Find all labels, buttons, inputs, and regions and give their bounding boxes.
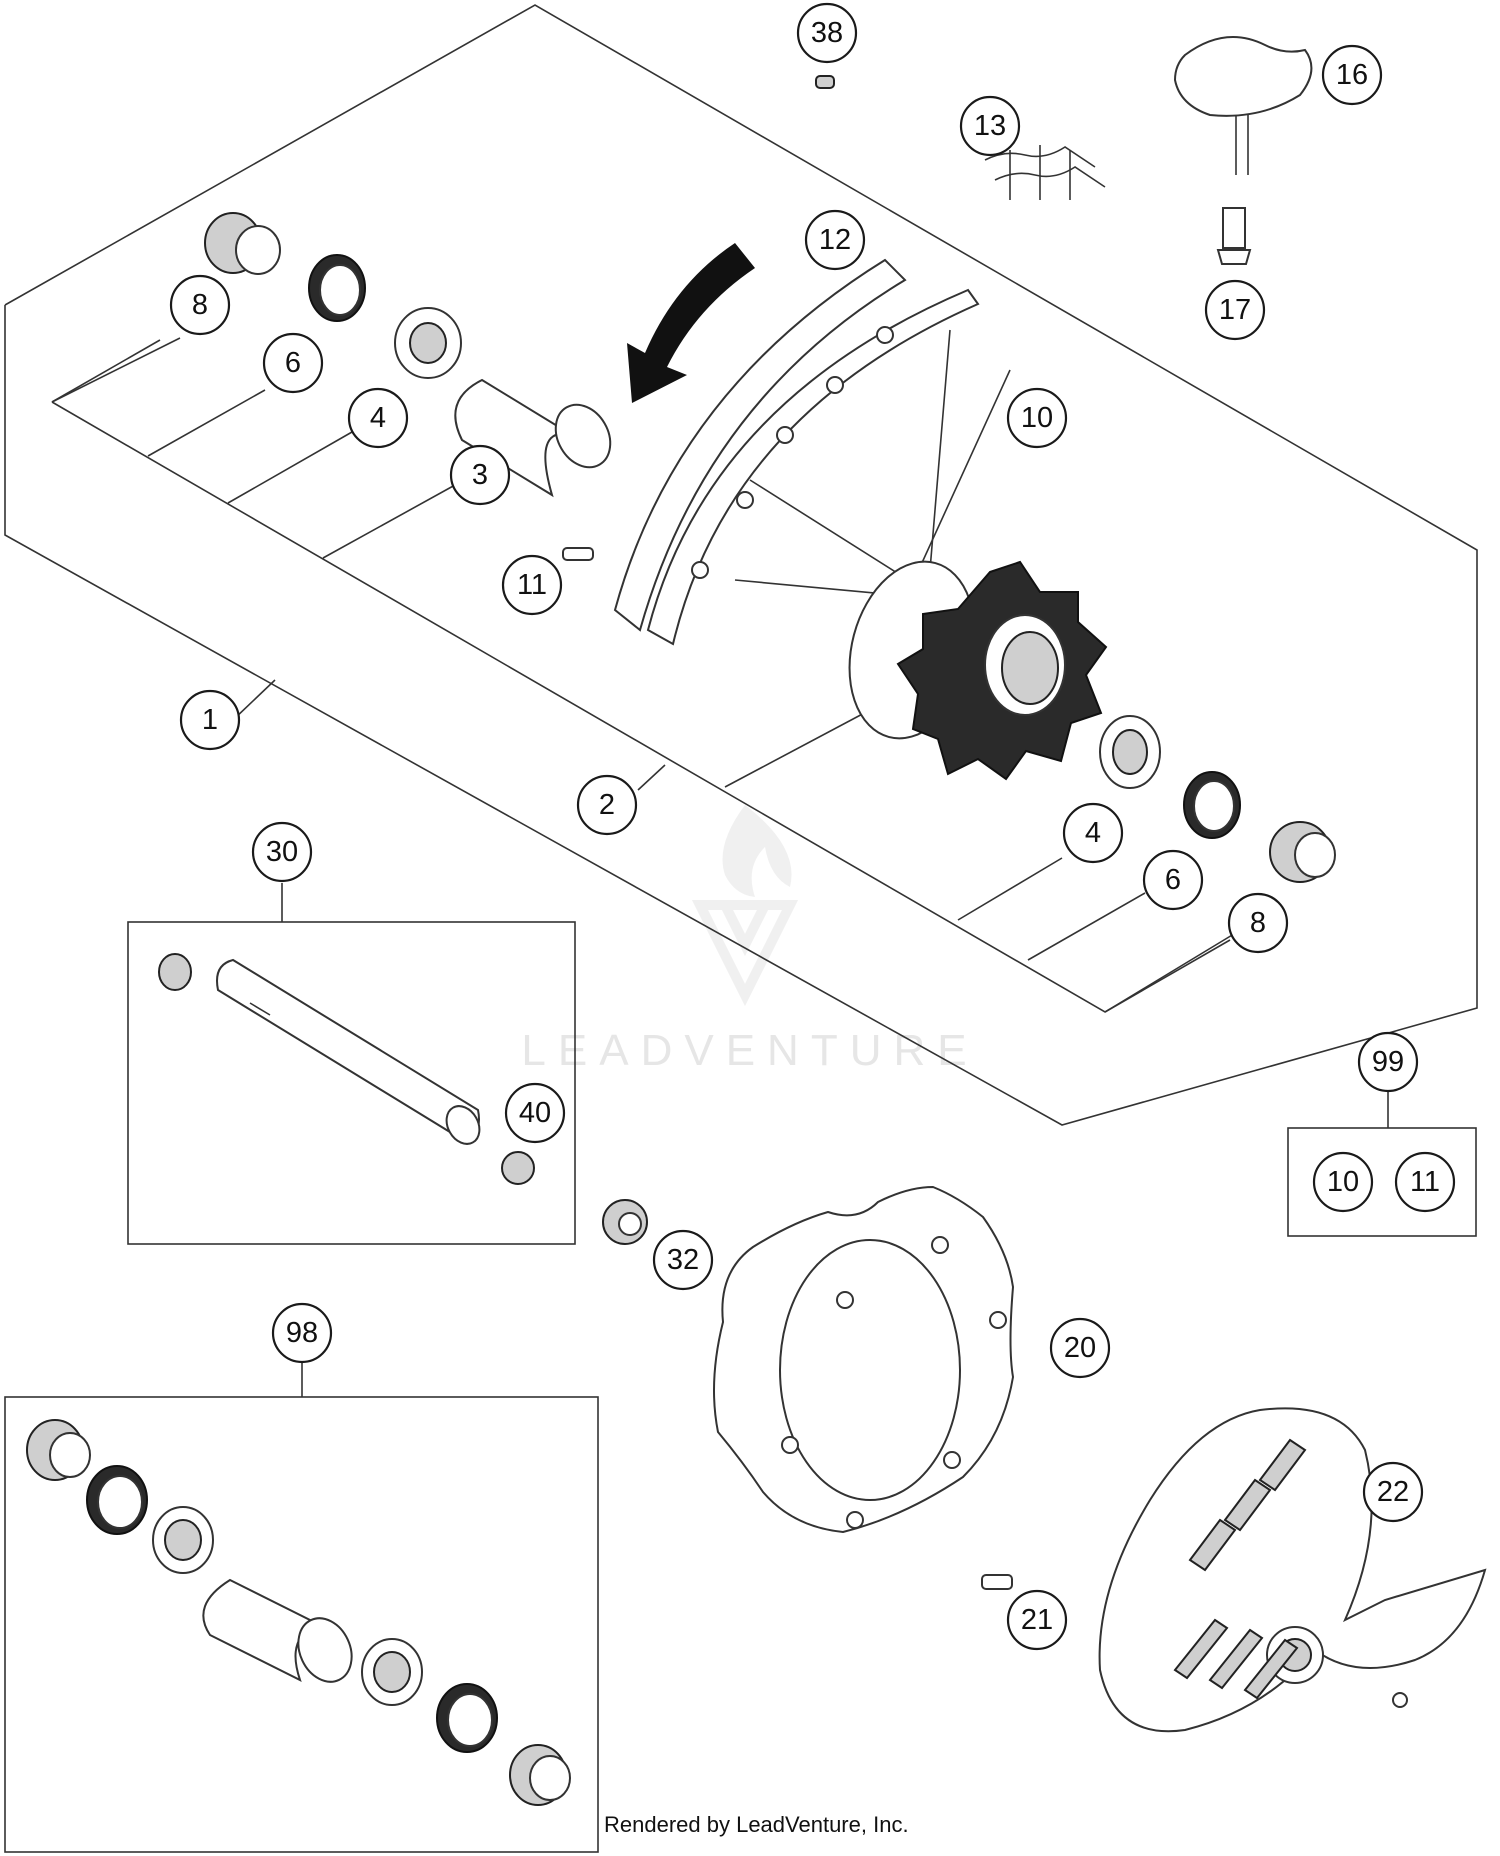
part-hub-2 <box>848 560 1108 781</box>
callout-4-bottom[interactable]: 4 <box>1062 802 1124 864</box>
part-spacer-8-bottom <box>1269 821 1336 883</box>
callout-12[interactable]: 12 <box>804 209 866 271</box>
part-screw-38 <box>815 75 835 89</box>
svg-text:6: 6 <box>285 347 301 379</box>
svg-text:4: 4 <box>370 402 386 434</box>
svg-text:11: 11 <box>517 569 547 601</box>
callout-11[interactable]: 11 <box>501 554 563 616</box>
callout-20[interactable]: 20 <box>1049 1317 1111 1379</box>
svg-text:17: 17 <box>1219 294 1251 326</box>
rotation-arrow-icon <box>627 243 755 403</box>
svg-text:6: 6 <box>1165 864 1181 896</box>
callout-8-bottom[interactable]: 8 <box>1227 892 1289 954</box>
svg-text:8: 8 <box>192 289 208 321</box>
callout-99-11[interactable]: 11 <box>1394 1151 1456 1213</box>
callout-21[interactable]: 21 <box>1006 1589 1068 1651</box>
callout-32[interactable]: 32 <box>652 1229 714 1291</box>
watermark-logo-icon <box>691 805 799 1007</box>
callout-98[interactable]: 98 <box>271 1302 333 1364</box>
svg-text:4: 4 <box>1085 817 1101 849</box>
bearing-kit-frame <box>4 1396 599 1853</box>
svg-text:40: 40 <box>519 1097 551 1129</box>
part-screw-21 <box>981 1574 1013 1590</box>
svg-text:10: 10 <box>1021 402 1053 434</box>
callout-38[interactable]: 38 <box>796 2 858 64</box>
svg-text:13: 13 <box>974 110 1006 142</box>
svg-text:3: 3 <box>472 459 488 491</box>
callout-13[interactable]: 13 <box>959 95 1021 157</box>
svg-text:21: 21 <box>1021 1604 1053 1636</box>
callout-6-bottom[interactable]: 6 <box>1142 849 1204 911</box>
svg-text:30: 30 <box>266 836 298 868</box>
part-valve-cap-16 <box>1173 36 1313 175</box>
svg-text:16: 16 <box>1336 59 1368 91</box>
part-brake-disc-20 <box>713 1185 1015 1534</box>
svg-text:1: 1 <box>202 704 218 736</box>
svg-text:12: 12 <box>819 224 851 256</box>
axle-kit-frame <box>127 921 576 1245</box>
callout-30[interactable]: 30 <box>251 821 313 883</box>
callout-1[interactable]: 1 <box>179 689 241 751</box>
callout-10[interactable]: 10 <box>1006 387 1068 449</box>
svg-text:32: 32 <box>667 1244 699 1276</box>
wheel-assembly-frame <box>4 4 1478 1126</box>
callout-2[interactable]: 2 <box>576 774 638 836</box>
render-credit: Rendered by LeadVenture, Inc. <box>600 1812 913 1838</box>
callout-17[interactable]: 17 <box>1204 279 1266 341</box>
part-bearing-kit-98 <box>26 1419 571 1806</box>
part-disc-guard-22 <box>1098 1407 1487 1733</box>
leader-lines <box>51 337 1389 1397</box>
svg-text:10: 10 <box>1327 1166 1359 1198</box>
part-bearing-4-bottom <box>1099 715 1161 789</box>
part-valve-17 <box>1216 207 1252 265</box>
callout-40[interactable]: 40 <box>504 1082 566 1144</box>
part-seal-6-bottom <box>1183 771 1241 839</box>
watermark-text: LEADVENTURE <box>521 1026 978 1075</box>
part-bearing-4-top <box>394 307 462 379</box>
part-rim-12 <box>613 258 980 646</box>
svg-text:22: 22 <box>1377 1476 1409 1508</box>
callout-22[interactable]: 22 <box>1362 1461 1424 1523</box>
callout-8-top[interactable]: 8 <box>169 274 231 336</box>
callout-99[interactable]: 99 <box>1357 1031 1419 1093</box>
part-spacer-8-top <box>204 212 281 275</box>
svg-text:98: 98 <box>286 1317 318 1349</box>
svg-text:8: 8 <box>1250 907 1266 939</box>
watermark: LEADVENTURE <box>521 805 978 1075</box>
callout-layer: 38 16 13 12 17 8 6 4 3 10 11 1 2 4 6 8 3… <box>169 2 1456 1651</box>
svg-text:2: 2 <box>599 789 615 821</box>
svg-text:38: 38 <box>811 17 843 49</box>
callout-6-top[interactable]: 6 <box>262 332 324 394</box>
part-distance-sleeve-3 <box>454 378 612 498</box>
part-seal-6-top <box>308 254 366 322</box>
svg-text:11: 11 <box>1410 1166 1440 1198</box>
part-nut-32 <box>602 1199 648 1245</box>
callout-99-10[interactable]: 10 <box>1312 1151 1374 1213</box>
svg-text:20: 20 <box>1064 1332 1096 1364</box>
part-screw-11 <box>562 547 594 561</box>
part-rim-tape-13 <box>984 145 1106 200</box>
part-nut-40 <box>501 1151 535 1185</box>
part-axle-kit-30 <box>158 953 481 1145</box>
callout-3[interactable]: 3 <box>449 444 511 506</box>
svg-text:99: 99 <box>1372 1046 1404 1078</box>
callout-4-top[interactable]: 4 <box>347 387 409 449</box>
callout-16[interactable]: 16 <box>1321 44 1383 106</box>
spoke-kit-frame <box>1287 1127 1477 1237</box>
